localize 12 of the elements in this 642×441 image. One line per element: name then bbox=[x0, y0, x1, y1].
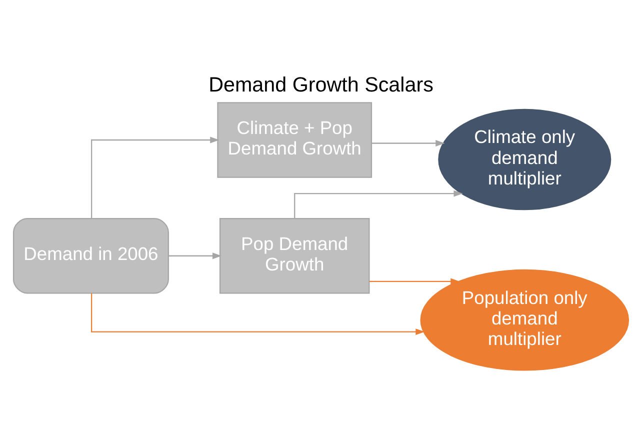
node-box: Pop Demand Growth bbox=[219, 218, 370, 294]
node-box: Climate + Pop Demand Growth bbox=[217, 102, 372, 178]
arrow bbox=[90, 293, 425, 335]
arrow bbox=[372, 140, 445, 146]
arrow bbox=[369, 278, 460, 285]
node-box: Demand in 2006 bbox=[12, 218, 169, 294]
arrow bbox=[90, 136, 220, 219]
arrow bbox=[294, 190, 463, 219]
arrow bbox=[168, 252, 222, 260]
node-ellipse: Population only demand multiplier bbox=[420, 269, 630, 371]
node-ellipse: Climate only demand multiplier bbox=[438, 108, 612, 210]
diagram-title: Demand Growth Scalars bbox=[208, 74, 434, 97]
